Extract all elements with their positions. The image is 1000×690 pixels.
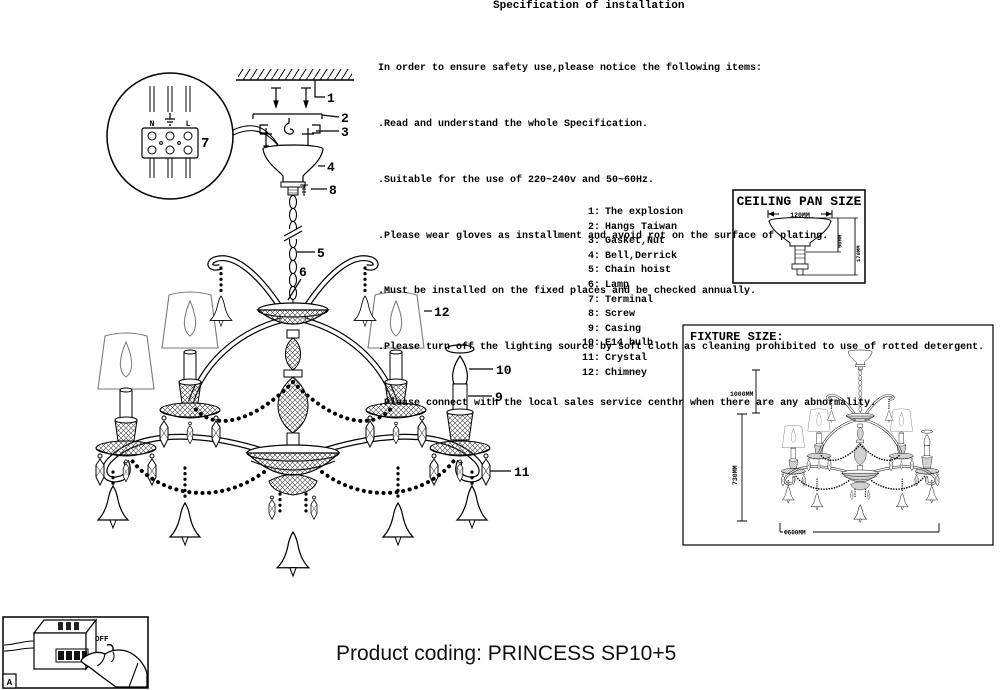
terminal-detail-circle: N L 7 (106, 72, 234, 200)
callout-7: 7 (201, 136, 209, 152)
switch-instruction-box: OFF A (2, 616, 149, 689)
fixture-size-title: FIXTURE SIZE: (690, 330, 784, 344)
callout-9: 9 (495, 390, 503, 405)
fixture-size-box: 1000MM 730MM Φ600MM (682, 324, 994, 546)
callout-8: 8 (329, 183, 337, 198)
spec-item: .Please connect with the local sales ser… (378, 397, 877, 409)
fixture-chain-dim-label: 1000MM (730, 391, 754, 398)
installation-drawing: N L 7 (96, 69, 530, 577)
callout-5: 5 (317, 246, 325, 261)
mounting-screws (271, 87, 311, 109)
parts-list-item: 8:Screw (587, 309, 636, 321)
pointing-hand-icon (80, 649, 148, 688)
parts-list-item: 7:Terminal (587, 294, 654, 306)
callout-3: 3 (341, 125, 349, 140)
corner-label-box (2, 673, 17, 689)
chandelier-drawing (96, 144, 491, 577)
spec-item: .Please turn off the lighting source by … (378, 342, 985, 354)
fixture-body-dim-label: 730MM (732, 465, 739, 485)
parts-list-item: 10:E14 bulb (581, 338, 654, 350)
callout-2: 2 (341, 111, 349, 126)
ceiling-pan-diagram: 120MM 90MM 170MM (767, 210, 862, 276)
parts-list: 1:The explosion 2:Hangs Taiwan 3:Gasket,… (578, 206, 683, 381)
product-coding: Product coding: PRINCESS SP10+5 (336, 642, 677, 665)
spec-text-block: In order to ensure safety use,please not… (378, 23, 984, 451)
central-column (245, 302, 341, 496)
callout-11: 11 (514, 465, 530, 480)
chain (288, 194, 298, 306)
terminal-label-n: N (150, 120, 155, 129)
fixture-diameter-dim-label: Φ600MM (784, 530, 806, 537)
ceiling-pan-width-label: 120MM (790, 212, 810, 219)
spec-item: .Suitable for the use of 220~240v and 50… (378, 174, 655, 186)
spec-item: .Must be installed on the fixed places a… (378, 286, 757, 298)
callout-6: 6 (299, 265, 307, 280)
callout-leaders (287, 80, 511, 472)
page-title: Specification of installation (493, 0, 685, 12)
callout-4: 4 (327, 160, 335, 175)
spec-intro: In order to ensure safety use,please not… (378, 63, 763, 75)
earth-ground-icon (165, 113, 175, 126)
ceiling-pan-title: CEILING PAN SIZE (736, 194, 862, 209)
hook-and-clips (259, 118, 321, 135)
callout-12: 12 (434, 305, 450, 320)
callout-1: 1 (327, 91, 335, 106)
spec-item: .Read and understand the whole Specifica… (378, 118, 649, 130)
parts-list-item: 3:Gasket,Nut (587, 236, 666, 248)
switch-device (3, 618, 98, 671)
corner-label: A (7, 678, 13, 688)
ceiling-pan-inner-height-label: 90MM (837, 234, 844, 248)
terminal-label-l: L (186, 120, 191, 129)
exposed-candle (429, 344, 491, 486)
parts-list-item: 1:The explosion (587, 207, 684, 218)
mounting-bracket (252, 113, 323, 119)
parts-list-item: 4:Bell,Derrick (587, 250, 678, 262)
parts-list-item: 9:Casing (587, 323, 642, 335)
ceiling-pan-box: 120MM 90MM 170MM (732, 189, 866, 284)
callout-10: 10 (496, 363, 512, 378)
ceiling-hatch (236, 69, 354, 81)
ceiling-pan-height-label: 170MM (855, 245, 862, 262)
parts-list-item: 6:Lamp (587, 279, 630, 291)
parts-list-item: 2:Hangs Taiwan (587, 221, 678, 233)
parts-list-item: 5:Chain hoist (587, 265, 672, 277)
small-screw-icon (300, 184, 308, 196)
terminal-block (141, 127, 199, 159)
off-label: OFF (95, 636, 109, 644)
spec-item: .Please wear gloves as installment and a… (378, 230, 829, 242)
fixture-dimensions (737, 369, 940, 533)
bead-strings (111, 266, 474, 514)
parts-list-item: 12:Chimney (581, 367, 648, 379)
canopy-bell (262, 144, 324, 196)
parts-list-item: 11:Crystal (581, 352, 648, 364)
chain-break (283, 225, 303, 242)
